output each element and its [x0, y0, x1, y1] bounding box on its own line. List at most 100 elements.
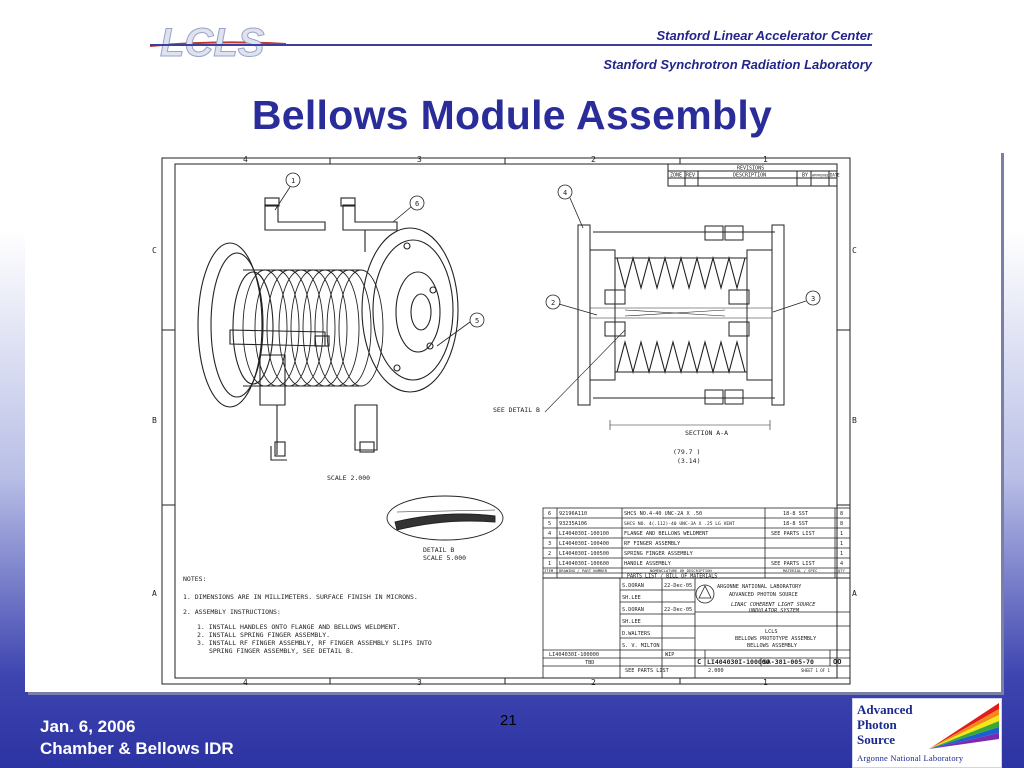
zone-col-4-bottom: 4	[243, 678, 248, 687]
logo-text: LCLS	[160, 21, 265, 65]
tb-tbd: TBD	[585, 660, 594, 666]
callout-6: 6	[415, 200, 419, 208]
header-rule	[150, 44, 872, 46]
part-6-number: 92196A110	[559, 511, 587, 517]
rev-h-zone: ZONE	[670, 173, 682, 179]
rev-h-approved: APPROVED	[812, 174, 829, 178]
tb-source: ADVANCED PHOTON SOURCE	[729, 592, 798, 598]
parts-list: 6 92196A110 SHCS NO.4-40 UNC-2A X .50 18…	[542, 507, 851, 580]
zone-row-a-left: A	[152, 589, 157, 598]
footer-subject: Chamber & Bellows IDR	[40, 739, 234, 758]
part-4-number: LI404030I-100100	[559, 531, 609, 537]
callout-5: 5	[475, 317, 479, 325]
parts-h-desc: NOMENCLATURE OR DESCRIPTION	[650, 568, 712, 573]
part-6-material: 18-8 SST	[783, 511, 808, 517]
tb-drawing-number: LI404030I-100000	[707, 658, 770, 666]
zone-col-3-top: 3	[417, 155, 422, 164]
step-3: 3. INSTALL RF FINGER ASSEMBLY, RF FINGER…	[197, 639, 432, 647]
footer-date: Jan. 6, 2006	[40, 717, 136, 736]
note-1: 1. DIMENSIONS ARE IN MILLIMETERS. SURFAC…	[183, 593, 418, 601]
footer-text: Jan. 6, 2006 Chamber & Bellows IDR	[40, 716, 234, 760]
tb-date-1: 22-Dec-05	[664, 583, 692, 589]
tb-designed: S.DORAN	[622, 607, 644, 613]
zone-row-a-right: A	[852, 589, 857, 598]
tb-project-2: UNDULATOR SYSTEM	[749, 608, 800, 614]
part-2-desc: SPRING FINGER ASSEMBLY	[624, 551, 694, 557]
zone-col-3-bottom: 3	[417, 678, 422, 687]
org-line-1: Stanford Linear Accelerator Center	[656, 28, 872, 43]
aps-lab-name: Argonne National Laboratory	[857, 753, 964, 763]
part-5-desc: SHCS NO. 4(.112)-40 UNC-3A X .25 LG VENT	[624, 521, 735, 527]
detail-b-scale: SCALE 5.000	[423, 554, 466, 562]
callout-4: 4	[563, 189, 567, 197]
tb-eng: S. V. MILTON	[622, 643, 659, 649]
step-2: 2. INSTALL SPRING FINGER ASSEMBLY.	[197, 631, 330, 639]
callout-2: 2	[551, 299, 555, 307]
part-1-material: SEE PARTS LIST	[771, 561, 815, 567]
parts-h-material: MATERIAL / SPEC	[783, 568, 817, 573]
engineering-drawing: 4 3 2 1 4 3 2 1 C B A C B A REVISIONS ZO…	[25, 150, 1001, 692]
section-view	[577, 224, 785, 430]
aps-logo: Advanced Photon Source Argonne National …	[852, 698, 1002, 768]
org-line-2: Stanford Synchrotron Radiation Laborator…	[603, 57, 872, 72]
tb-project-1: LINAC COHERENT LIGHT SOURCE	[731, 602, 816, 608]
step-3-cont: SPRING FINGER ASSEMBLY, SEE DETAIL B.	[209, 647, 354, 655]
part-5-item: 5	[548, 521, 551, 527]
rev-h-desc: DESCRIPTION	[733, 173, 766, 179]
tb-title-2: BELLOWS PROTOTYPE ASSEMBLY	[735, 636, 817, 642]
part-3-qty: 1	[840, 541, 843, 547]
iso-scale-label: SCALE 2.000	[327, 474, 370, 482]
parts-h-item: ITEM	[544, 568, 554, 573]
revisions-title: REVISIONS	[737, 166, 764, 172]
tb-approved: SH.LEE	[622, 619, 641, 625]
zone-col-2-bottom: 2	[591, 678, 596, 687]
part-2-qty: 1	[840, 551, 843, 557]
parts-list-title: PARTS LIST / BILL OF MATERIALS	[627, 574, 717, 580]
part-1-item: 1	[548, 561, 551, 567]
callout-1: 1	[291, 177, 295, 185]
isometric-view	[197, 197, 459, 461]
tb-title-1: LCLS	[765, 629, 778, 635]
notes-heading: NOTES:	[183, 575, 206, 583]
see-detail-label: SEE DETAIL B	[493, 406, 540, 414]
tb-see-parts: SEE PARTS LIST	[625, 668, 669, 674]
zone-col-4-top: 4	[243, 155, 248, 164]
tb-title-3: BELLOWS ASSEMBLY	[747, 643, 798, 649]
page-number: 21	[500, 712, 517, 729]
part-4-material: SEE PARTS LIST	[771, 531, 815, 537]
rainbow-icon	[929, 703, 999, 749]
part-4-item: 4	[548, 531, 551, 537]
part-2-item: 2	[548, 551, 551, 557]
tb-drawn: S.DORAN	[622, 583, 644, 589]
title-block: S.DORAN 22-Dec-05 SH.LEE S.DORAN 22-Dec-…	[542, 577, 851, 679]
part-4-qty: 1	[840, 531, 843, 537]
part-1-qty: 4	[840, 561, 843, 567]
tb-sheet-id: SA-381-005-70	[763, 658, 814, 666]
detail-b-view: DETAIL B SCALE 5.000	[386, 495, 504, 562]
drawing-border	[161, 157, 851, 685]
part-6-desc: SHCS NO.4-40 UNC-2A X .50	[624, 511, 702, 517]
aps-line-3: Source	[857, 732, 896, 747]
rev-h-rev: REV	[686, 173, 695, 179]
callouts-iso: 1 6 5	[274, 172, 485, 347]
part-3-desc: RF FINGER ASSEMBLY	[624, 541, 681, 547]
drawing-sheet: 4 3 2 1 4 3 2 1 C B A C B A REVISIONS ZO…	[152, 155, 857, 687]
part-6-qty: 8	[840, 511, 843, 517]
lcls-logo: LCLS	[149, 21, 287, 66]
part-5-qty: 8	[840, 521, 843, 527]
zone-col-1-top: 1	[763, 155, 768, 164]
zone-col-2-top: 2	[591, 155, 596, 164]
rev-h-by: BY	[802, 173, 808, 179]
part-1-desc: HANDLE ASSEMBLY	[624, 561, 672, 567]
tb-date-2: 22-Dec-05	[664, 607, 692, 613]
note-2: 2. ASSEMBLY INSTRUCTIONS:	[183, 608, 281, 616]
part-4-desc: FLANGE AND BELLOWS WELDMENT	[624, 531, 708, 537]
part-6-item: 6	[548, 511, 551, 517]
step-1: 1. INSTALL HANDLES ONTO FLANGE AND BELLO…	[197, 623, 401, 631]
part-1-number: LI404030I-100600	[559, 561, 609, 567]
parts-h-qty: QTY	[838, 568, 846, 573]
tb-checked: SH.LEE	[622, 595, 641, 601]
tb-cad-ref: LI404030I-100000	[549, 652, 599, 658]
tb-sheet: SHEET 1 OF 1	[801, 668, 830, 673]
part-3-item: 3	[548, 541, 551, 547]
